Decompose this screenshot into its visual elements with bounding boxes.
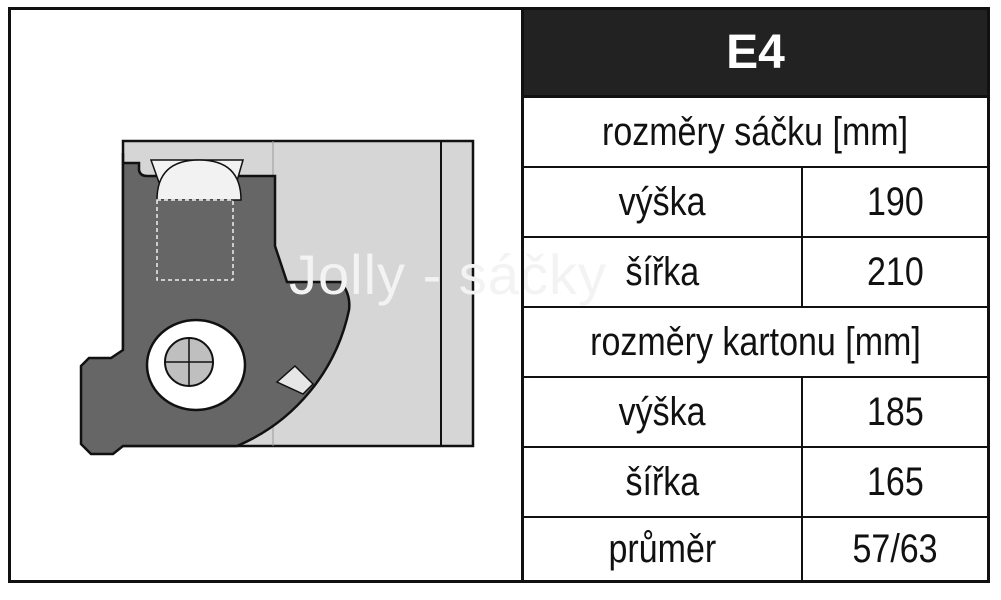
bag-height-value: 190 bbox=[866, 179, 924, 224]
carton-width-value: 165 bbox=[866, 459, 924, 504]
dust-bag-diagram bbox=[79, 139, 475, 456]
product-code-header: E4 bbox=[524, 10, 987, 98]
carton-dimensions-heading: rozměry kartonu [mm] bbox=[590, 319, 921, 364]
bag-dimensions-heading: rozměry sáčku [mm] bbox=[602, 109, 909, 154]
panel-divider bbox=[521, 10, 524, 580]
bag-width-value: 210 bbox=[866, 249, 924, 294]
slot-dashed-outline bbox=[156, 199, 234, 281]
carton-dimensions-heading-row: rozměry kartonu [mm] bbox=[524, 308, 987, 378]
bag-width-label: šířka bbox=[625, 249, 700, 294]
carton-diameter-label: průměr bbox=[608, 526, 717, 571]
table-row: šířka 165 bbox=[524, 448, 987, 518]
table-row: výška 190 bbox=[524, 168, 987, 238]
product-card: Jolly - sáčky E4 rozměry sáčku [mm] výšk… bbox=[8, 7, 990, 583]
table-row: průměr 57/63 bbox=[524, 518, 987, 580]
bag-diagram-panel: Jolly - sáčky bbox=[11, 10, 606, 580]
watermark-text: Jolly - sáčky bbox=[289, 243, 607, 306]
table-row: výška 185 bbox=[524, 378, 987, 448]
dimensions-table: E4 rozměry sáčku [mm] výška 190 šířka 21… bbox=[524, 10, 987, 580]
carton-diameter-value: 57/63 bbox=[852, 526, 938, 571]
bag-dimensions-heading-row: rozměry sáčku [mm] bbox=[524, 98, 987, 168]
table-row: šířka 210 bbox=[524, 238, 987, 308]
carton-height-value: 185 bbox=[866, 389, 924, 434]
carton-width-label: šířka bbox=[625, 459, 700, 504]
slot-rounded-top bbox=[156, 159, 242, 201]
product-code: E4 bbox=[726, 26, 785, 79]
bag-height-label: výška bbox=[619, 179, 706, 224]
locking-tab-notch bbox=[275, 364, 315, 395]
carton-height-label: výška bbox=[619, 389, 706, 434]
